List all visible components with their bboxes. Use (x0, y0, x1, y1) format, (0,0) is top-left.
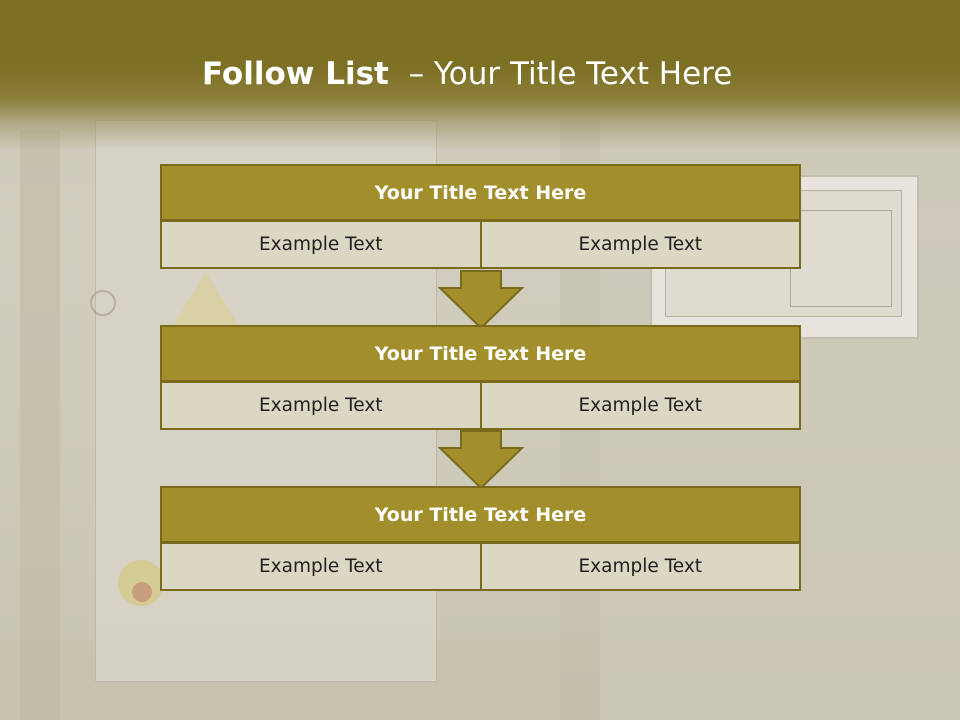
block-cell-right: Example Text (479, 542, 801, 591)
emergency-stop-button-icon (132, 582, 152, 602)
block-row: Example Text Example Text (160, 381, 801, 430)
header-band: Follow List – Your Title Text Here (0, 0, 960, 150)
background-pillar (20, 130, 60, 720)
block-title: Your Title Text Here (160, 325, 801, 382)
block-row: Example Text Example Text (160, 220, 801, 269)
block-row: Example Text Example Text (160, 542, 801, 591)
warning-sign-icon (168, 272, 244, 334)
block-cell-right: Example Text (479, 381, 801, 430)
block-title: Your Title Text Here (160, 486, 801, 543)
page-title: Follow List – Your Title Text Here (202, 56, 732, 92)
list-block-2: Your Title Text Here Example Text Exampl… (160, 325, 801, 430)
block-cell-right: Example Text (479, 220, 801, 269)
block-cell-left: Example Text (160, 381, 482, 430)
block-cell-left: Example Text (160, 542, 482, 591)
block-title: Your Title Text Here (160, 164, 801, 221)
block-cell-left: Example Text (160, 220, 482, 269)
list-block-3: Your Title Text Here Example Text Exampl… (160, 486, 801, 591)
list-block-1: Your Title Text Here Example Text Exampl… (160, 164, 801, 269)
background-knob (90, 290, 116, 316)
down-arrow-icon (438, 270, 524, 330)
down-arrow-icon (438, 430, 524, 490)
background-schematic (790, 210, 892, 307)
page-title-rest: – Your Title Text Here (408, 56, 733, 92)
page-title-bold: Follow List (202, 56, 389, 92)
